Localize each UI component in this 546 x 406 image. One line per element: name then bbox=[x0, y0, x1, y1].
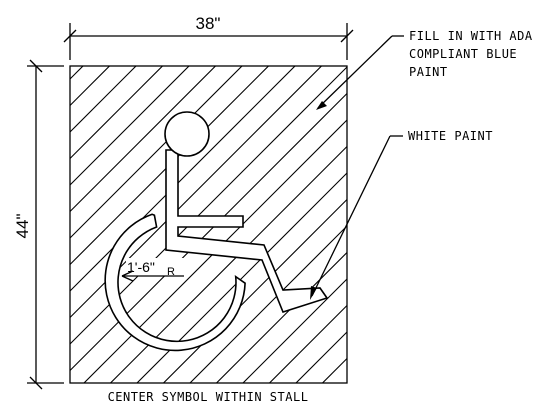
wheelchair-wheel-arc bbox=[104, 213, 246, 352]
blue-paint-hatching bbox=[0, 56, 546, 393]
width-dimension-label: 38" bbox=[196, 14, 221, 33]
hatch-line bbox=[215, 251, 347, 383]
fill-note-leader bbox=[316, 35, 404, 110]
fill-note-line-2: COMPLIANT BLUE bbox=[409, 47, 517, 61]
height-dimension bbox=[27, 59, 64, 390]
radius-suffix: R bbox=[167, 266, 175, 278]
width-dimension bbox=[63, 23, 354, 60]
hatch-line bbox=[339, 56, 546, 393]
hatch-line bbox=[70, 66, 164, 160]
wheelchair-body bbox=[165, 149, 329, 313]
hatch-line bbox=[295, 331, 347, 383]
hatch-line bbox=[268, 304, 347, 383]
radius-label: 1'-6" bbox=[127, 259, 155, 275]
hatch-line bbox=[70, 66, 190, 186]
hatch-line bbox=[242, 278, 347, 383]
fill-note-line-1: FILL IN WITH ADA bbox=[409, 29, 533, 43]
hatch-line bbox=[109, 145, 347, 383]
wheelchair-head bbox=[164, 111, 210, 157]
hatch-line bbox=[70, 66, 270, 266]
radius-callout bbox=[121, 258, 184, 282]
white-paint-note: WHITE PAINT bbox=[408, 129, 493, 143]
hatch-line bbox=[0, 56, 67, 393]
hatch-line bbox=[136, 172, 347, 383]
white-paint-leader bbox=[310, 135, 403, 300]
wheelchair-symbol bbox=[104, 111, 329, 352]
hatch-line bbox=[189, 225, 347, 383]
center-symbol-caption: CENTER SYMBOL WITHIN STALL bbox=[108, 390, 309, 404]
hatch-line bbox=[70, 66, 243, 239]
fill-note-line-3: PAINT bbox=[409, 65, 448, 79]
hatch-line bbox=[70, 66, 217, 213]
height-dimension-label: 44" bbox=[13, 214, 32, 239]
hatch-line bbox=[70, 66, 137, 133]
hatch-line bbox=[70, 66, 323, 319]
hatch-line bbox=[366, 56, 546, 393]
